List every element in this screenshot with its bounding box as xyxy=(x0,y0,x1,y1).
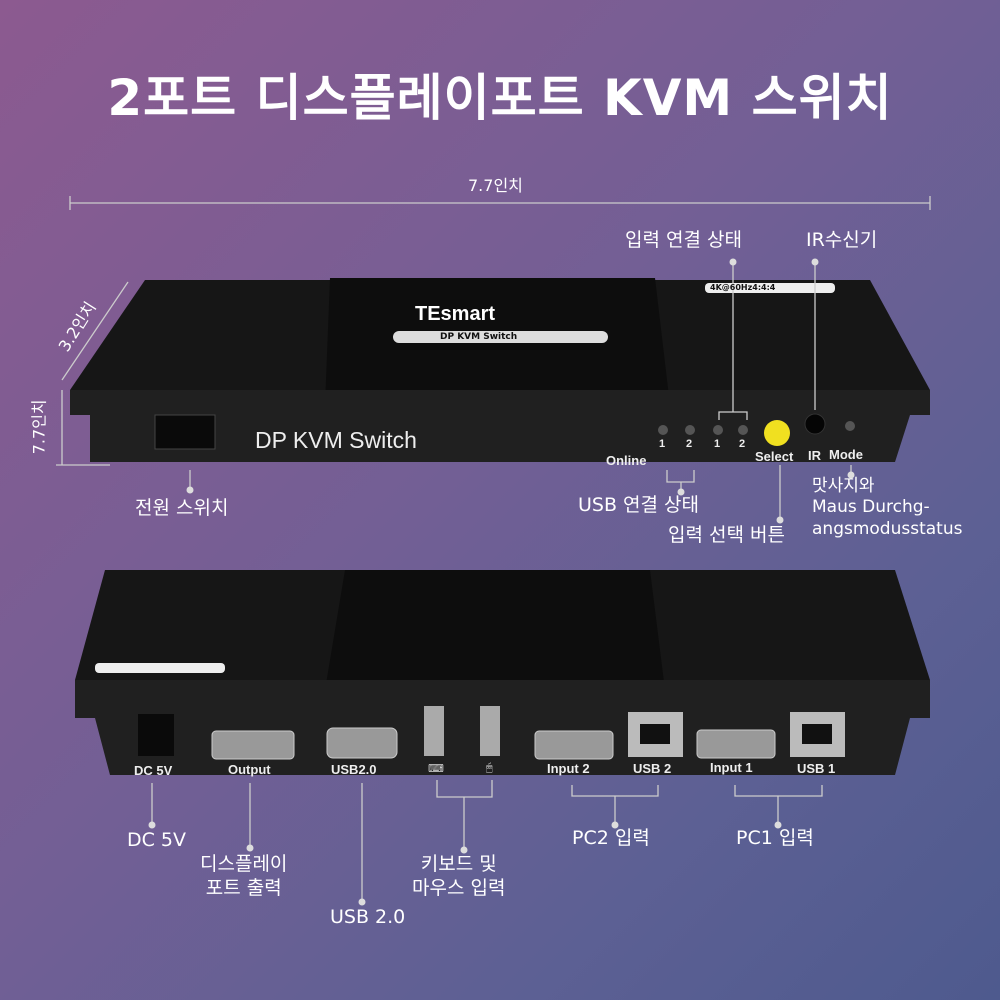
online-1-label: 1 xyxy=(659,438,666,450)
depth-dimension-line xyxy=(61,281,129,381)
online-2-label: 2 xyxy=(686,438,693,450)
keyboard-mouse-line-1: 키보드 및 xyxy=(420,853,497,875)
resolution-badge-text: 4K@60Hz4:4:4 xyxy=(710,283,776,292)
usb2-port xyxy=(326,727,398,759)
callout-display-output: 디스플레이 포트 출력 xyxy=(200,853,287,901)
display-output-line-1: 디스플레이 xyxy=(200,853,288,875)
resolution-badge xyxy=(705,283,835,293)
port-label-output: Output xyxy=(228,762,271,777)
callout-usb: USB 2.0 xyxy=(330,906,406,928)
device-name-label: DP KVM Switch xyxy=(255,427,417,453)
port-label-usb2: USB2.0 xyxy=(331,762,377,777)
usb-led-1 xyxy=(658,425,668,435)
display-output-line-2: 포트 출력 xyxy=(205,876,282,899)
ir-label: IR xyxy=(808,448,821,463)
keyboard-mouse-line-2: 마우스 입력 xyxy=(412,876,506,899)
input2-dp-port xyxy=(534,730,614,760)
output-dp-port xyxy=(211,730,295,760)
select-button xyxy=(764,420,790,446)
mode-status-line-1: 맛사지와 xyxy=(812,476,875,496)
brand-logo: TEsmart xyxy=(415,303,496,325)
height-label: 7.7인치 xyxy=(29,399,49,455)
page-title: 2포트 디스플레이포트 KVM 스위치 xyxy=(107,69,893,127)
power-switch xyxy=(154,414,216,450)
input1-dp-port xyxy=(696,729,776,759)
select-label: Select xyxy=(755,449,794,464)
input-led-1 xyxy=(713,425,723,435)
port-label-usb-1: USB 1 xyxy=(797,761,836,776)
port-label-input2: Input 2 xyxy=(547,761,590,776)
keyboard-icon: ⌨ xyxy=(428,762,444,775)
keyboard-usb-port xyxy=(424,706,444,756)
callout-keyboard-mouse: 키보드 및 마우스 입력 xyxy=(412,853,505,901)
callout-pc2: PC2 입력 xyxy=(572,827,650,849)
width-label: 7.7인치 xyxy=(468,176,523,195)
mode-status-line-2: Maus Durchg- xyxy=(812,497,930,518)
callout-usb-status: USB 연결 상태 xyxy=(578,494,700,516)
callout-ir-receiver: IR수신기 xyxy=(806,229,878,251)
ir-receiver xyxy=(804,413,826,435)
mouse-usb-port xyxy=(480,706,500,756)
resolution-badge-back xyxy=(95,663,225,673)
callout-pc1: PC1 입력 xyxy=(736,827,814,849)
input-1-label: 1 xyxy=(714,438,721,450)
usb-led-2 xyxy=(685,425,695,435)
callout-select-button: 입력 선택 버튼 xyxy=(668,524,785,546)
mode-status-line-3: angsmodusstatus xyxy=(812,518,963,539)
port-label-dc: DC 5V xyxy=(134,763,173,778)
model-label: DP KVM Switch xyxy=(440,332,518,342)
callout-mode-status: 맛사지와 Maus Durchg- angsmodusstatus xyxy=(812,476,962,540)
callout-dc: DC 5V xyxy=(127,829,187,851)
callout-power-switch: 전원 스위치 xyxy=(135,497,229,519)
port-label-input1: Input 1 xyxy=(710,760,753,775)
input-2-label: 2 xyxy=(739,438,746,450)
callout-input-status: 입력 연결 상태 xyxy=(625,229,742,251)
mouse-icon: 🖱 xyxy=(486,761,493,774)
input-led-2 xyxy=(738,425,748,435)
port-label-usb-2: USB 2 xyxy=(633,761,672,776)
mode-led xyxy=(845,421,855,431)
dc-port xyxy=(138,714,174,756)
online-label: Online xyxy=(606,453,647,468)
mode-label: Mode xyxy=(829,447,863,462)
front-device-face xyxy=(70,390,930,462)
